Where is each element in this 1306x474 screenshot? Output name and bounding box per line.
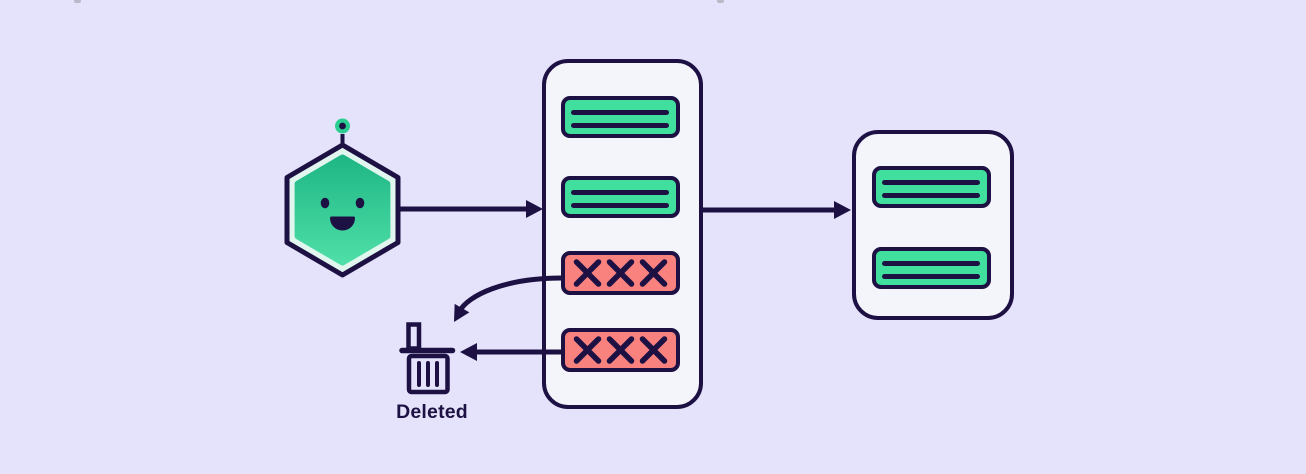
record-text-line: [571, 190, 669, 195]
bot-hexagon-face: [294, 154, 391, 266]
record-text-line: [882, 274, 980, 279]
record-item-deleted: [561, 328, 680, 372]
record-item-kept: [872, 166, 991, 208]
record-text-line: [882, 193, 980, 198]
record-text-line: [882, 180, 980, 185]
cropped-edge-artifact: [74, 0, 81, 3]
record-item-deleted: [561, 251, 680, 295]
bot-antenna-ball-center: [339, 122, 346, 130]
robot-hexagon-bot-icon: [284, 118, 401, 278]
record-item-kept: [561, 96, 680, 138]
bot-smile-mouth: [330, 216, 355, 231]
record-text-line: [571, 123, 669, 128]
cropped-edge-artifact: [717, 0, 724, 3]
record-item-kept: [872, 247, 991, 289]
bot-left-eye: [320, 197, 330, 209]
record-item-kept: [561, 176, 680, 218]
x-marks-icon: [573, 259, 668, 287]
record-text-line: [571, 203, 669, 208]
record-text-line: [882, 261, 980, 266]
result-records-panel: [852, 130, 1014, 320]
deleted-label: Deleted: [396, 401, 468, 423]
x-marks-icon: [573, 336, 668, 364]
arrow-right-icon: [703, 201, 851, 219]
trash-can-icon: [399, 322, 456, 395]
source-records-panel: [542, 59, 703, 409]
bot-right-eye: [355, 197, 365, 209]
arrow-right-icon: [399, 200, 543, 218]
record-text-line: [571, 110, 669, 115]
